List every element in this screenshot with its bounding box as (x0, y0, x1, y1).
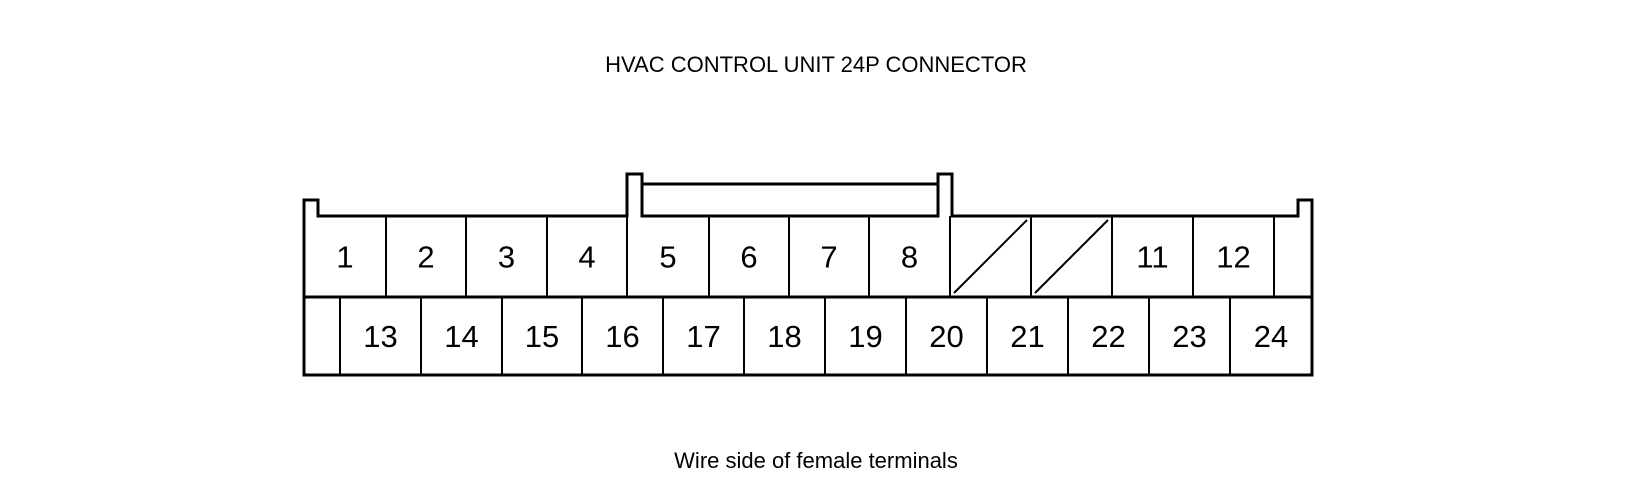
terminal-number: 24 (1254, 319, 1288, 354)
top-row-terminal: 1 (336, 240, 353, 275)
terminal-number: 17 (686, 319, 720, 354)
empty-cavity-slash (1034, 219, 1109, 294)
terminal-number: 2 (417, 240, 434, 275)
bottom-row-terminal: 24 (1254, 319, 1288, 354)
terminal-number: 8 (901, 240, 918, 275)
terminal-number: 13 (363, 319, 397, 354)
top-row-terminal: 2 (417, 240, 434, 275)
bottom-row-terminal: 15 (525, 319, 559, 354)
terminal-number: 20 (929, 319, 963, 354)
terminal-number: 4 (578, 240, 595, 275)
bottom-row-terminal: 19 (848, 319, 882, 354)
bottom-row-terminal: 22 (1091, 319, 1125, 354)
top-row-terminal: 5 (659, 240, 676, 275)
bottom-row-terminal: 17 (686, 319, 720, 354)
terminal-number: 14 (444, 319, 478, 354)
bottom-row-terminals: 13 14 15 16 17 18 19 20 21 22 23 24 (363, 319, 1288, 354)
terminal-dividers (339, 216, 1275, 375)
top-row-terminal: 12 (1216, 240, 1250, 275)
connector-outline (302, 172, 1314, 377)
top-row-terminal: 7 (820, 240, 837, 275)
bottom-row-terminal: 16 (605, 319, 639, 354)
terminal-number: 18 (767, 319, 801, 354)
terminal-number: 5 (659, 240, 676, 275)
terminal-number: 22 (1091, 319, 1125, 354)
top-row-terminal: 4 (578, 240, 595, 275)
terminal-number: 3 (498, 240, 515, 275)
diagram-caption: Wire side of female terminals (674, 448, 958, 473)
terminal-number: 11 (1136, 240, 1168, 275)
top-row-terminal (1034, 219, 1109, 294)
bottom-row-terminal: 23 (1172, 319, 1206, 354)
bottom-row-terminal: 14 (444, 319, 478, 354)
terminal-number: 23 (1172, 319, 1206, 354)
bottom-row-terminal: 21 (1010, 319, 1044, 354)
terminal-number: 7 (820, 240, 837, 275)
bottom-row-terminal: 20 (929, 319, 963, 354)
top-row-terminal: 8 (901, 240, 918, 275)
diagram-title: HVAC CONTROL UNIT 24P CONNECTOR (605, 52, 1027, 77)
top-row-terminal: 3 (498, 240, 515, 275)
bottom-row-terminal: 18 (767, 319, 801, 354)
empty-cavity-slash (953, 219, 1028, 294)
terminal-number: 15 (525, 319, 559, 354)
terminal-number: 1 (336, 240, 353, 275)
terminal-number: 12 (1216, 240, 1250, 275)
top-row-terminal (953, 219, 1028, 294)
terminal-number: 16 (605, 319, 639, 354)
top-row-terminal: 11 (1136, 240, 1168, 275)
terminal-number: 6 (740, 240, 757, 275)
terminal-number: 19 (848, 319, 882, 354)
top-row-terminal: 6 (740, 240, 757, 275)
terminal-number: 21 (1010, 319, 1044, 354)
bottom-row-terminal: 13 (363, 319, 397, 354)
